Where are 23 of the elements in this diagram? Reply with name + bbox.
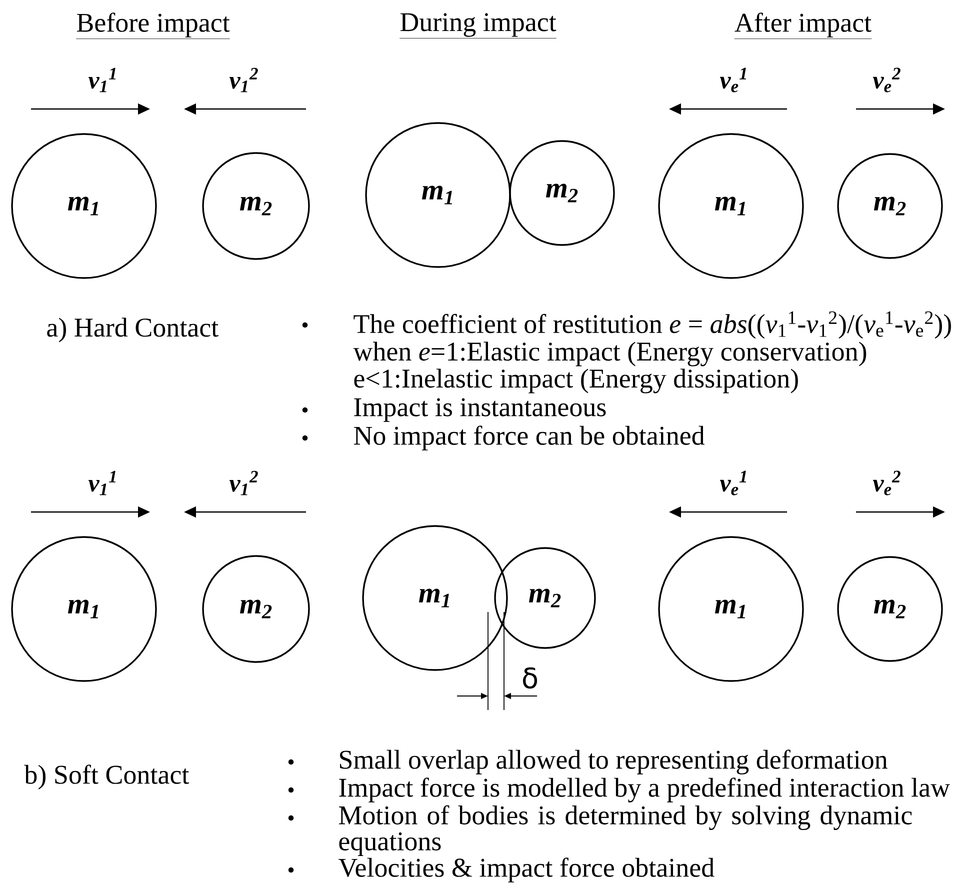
caption-text: e<1:Inelastic impact (Energy dissipation) [354, 368, 798, 394]
caption-text: Motion of bodies is determined by solving dynamic equations [339, 805, 912, 856]
velocity-label: v$_{e}$2 [872, 470, 900, 496]
velocity-label: v$_{1}$2 [229, 470, 258, 496]
velocity-label: v$_{e}$1 [720, 470, 746, 496]
overlap-label: δ [522, 667, 538, 689]
caption-text: Small overlap allowed to representing deformation [340, 750, 888, 774]
velocity-label: v$_{e}$1 [720, 68, 746, 92]
caption-text: No impact force can be obtained [354, 426, 705, 450]
caption-text: Impact is instantaneous [354, 398, 606, 422]
caption-text: a) Hard Contact [47, 318, 218, 342]
velocity-label: v$_{1}$1 [88, 470, 116, 496]
panel-heading: During impact [399, 13, 557, 38]
velocity-label: v$_{1}$1 [88, 68, 116, 92]
panel-heading: Before impact [76, 12, 230, 39]
caption-text: b) Soft Contact [24, 764, 190, 790]
caption-text: The coefficient of restitution e = abs((v$_{1}$$^{1}$-v$_{1}$$^{2}$)/(v$_{e}$$^{1}$-v$_{e}$$^{2}$)) [354, 311, 951, 339]
caption-text: Impact force is modelled by a predefined interaction law [339, 778, 950, 802]
velocity-label: v$_{1}$2 [229, 68, 258, 92]
caption-text: Velocities & impact force obtained [338, 858, 714, 882]
panel-heading: After impact [734, 12, 872, 39]
caption-text: when e=1:Elastic impact (Energy conservation) [353, 342, 866, 366]
velocity-label: v$_{e}$2 [872, 68, 900, 92]
